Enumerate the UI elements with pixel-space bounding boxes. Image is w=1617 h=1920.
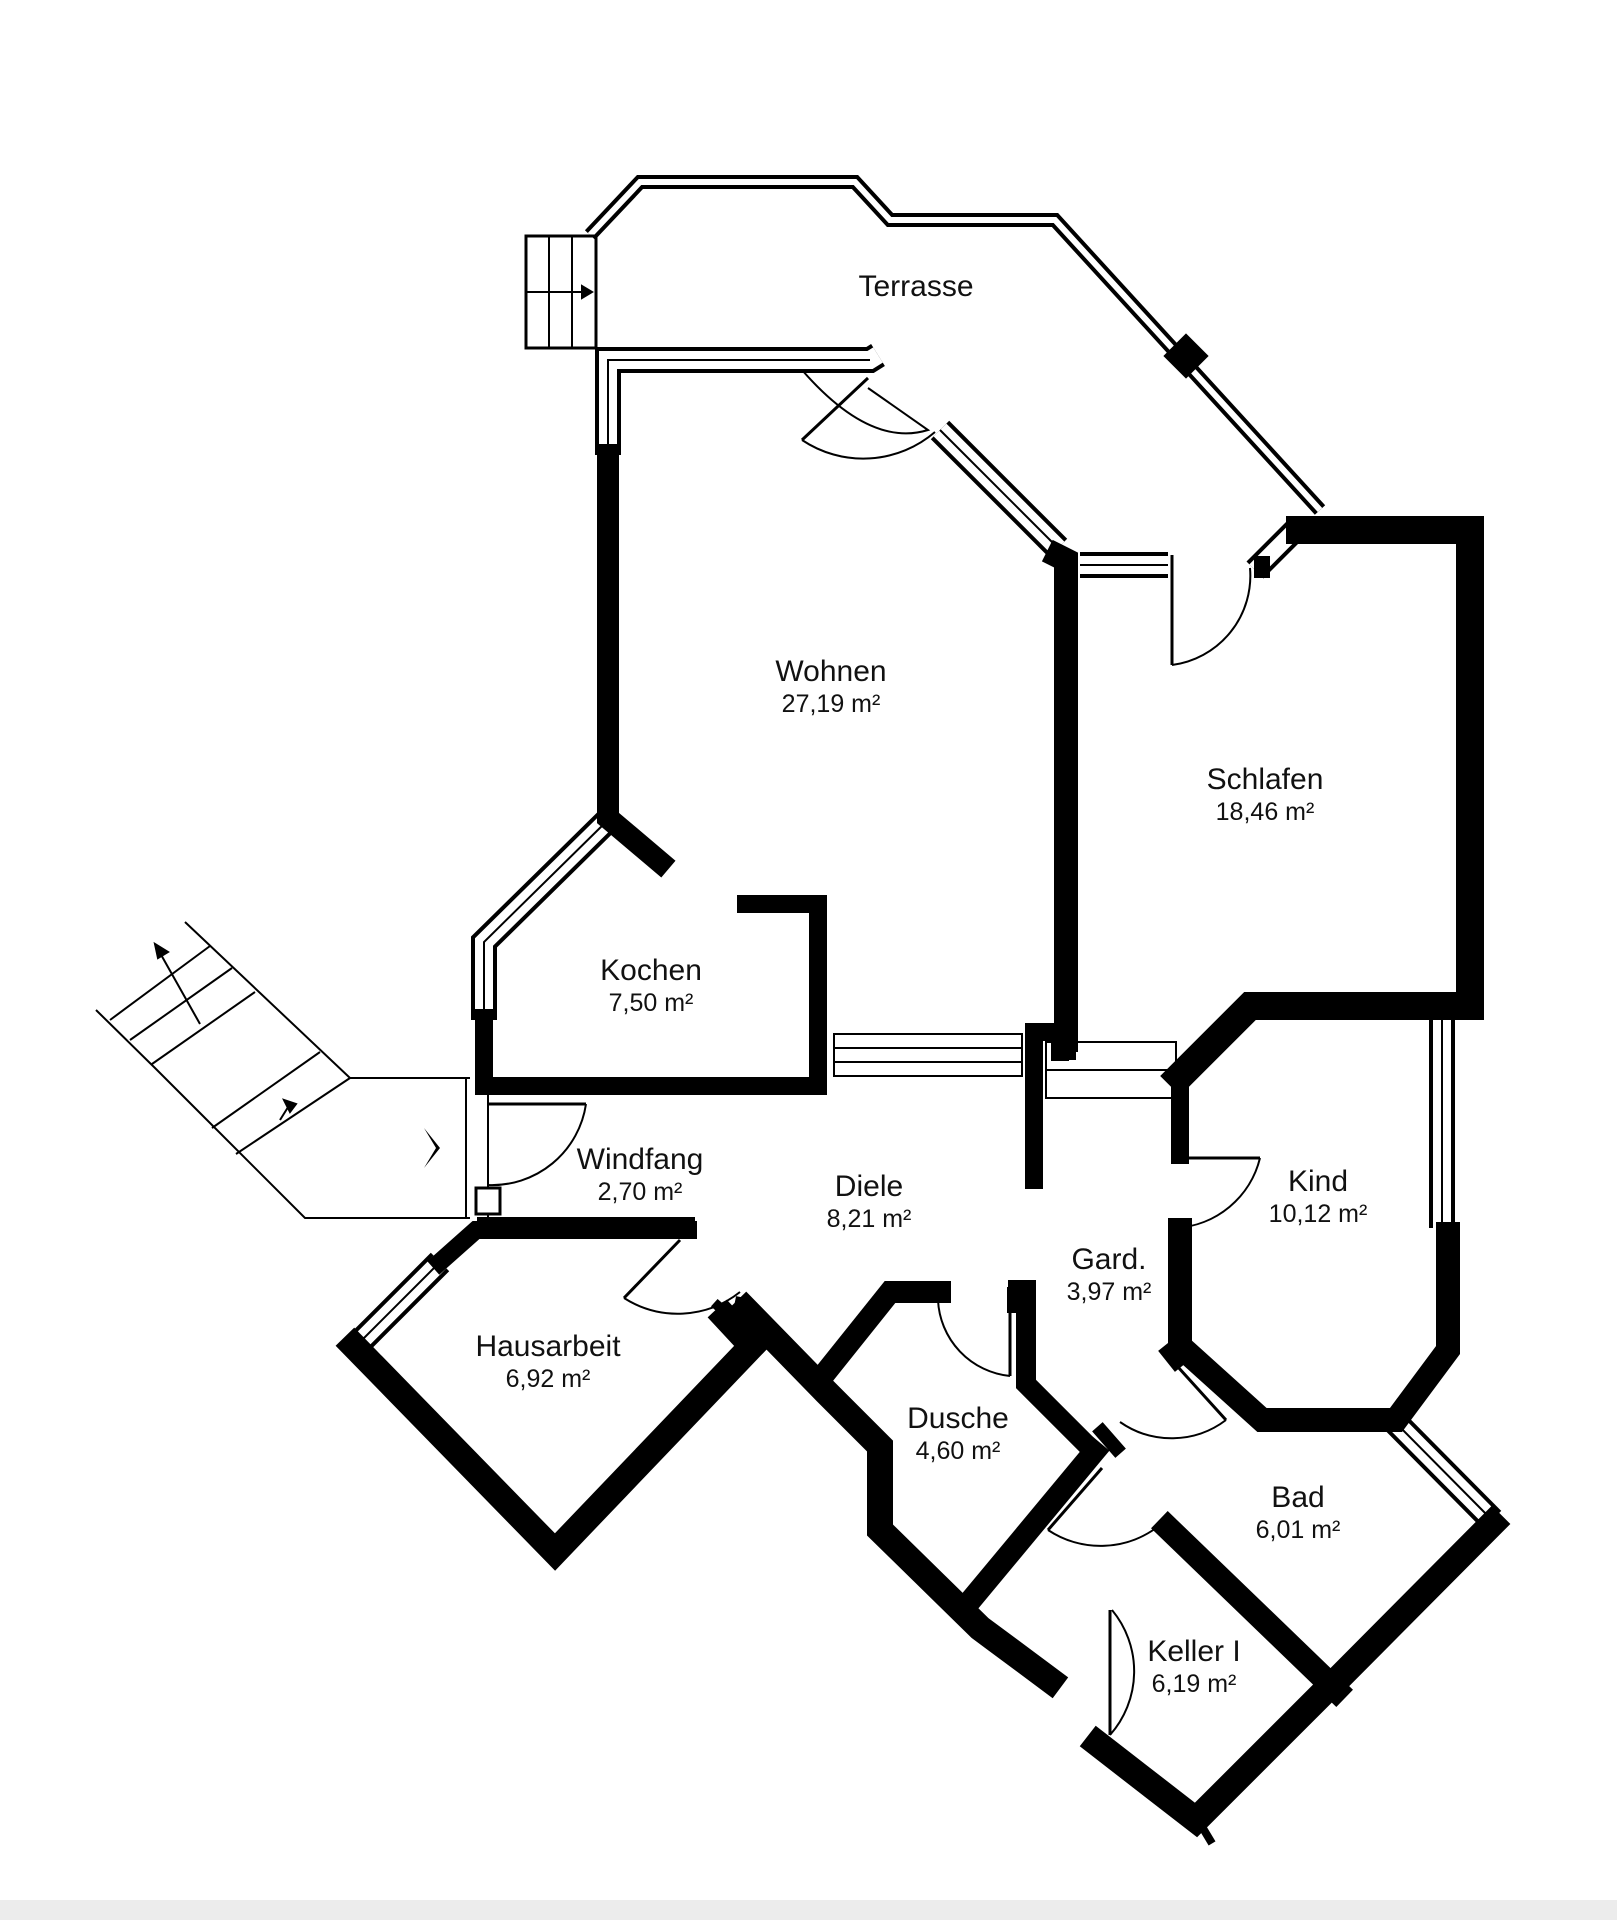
door-gard-swing	[1119, 1419, 1227, 1440]
room-name: Wohnen	[775, 655, 887, 688]
bad-keller-wall	[1151, 1511, 1353, 1707]
room-area: 8,21 m²	[826, 1204, 912, 1233]
room-area: 6,92 m²	[505, 1364, 591, 1393]
keller-cap	[1192, 1814, 1216, 1846]
entrance-stair	[95, 921, 470, 1219]
outdoor-stairs	[95, 234, 598, 1219]
room-label-kind: Kind 10,12 m²	[1269, 1165, 1368, 1228]
door-hausarbeit-swing	[623, 1291, 741, 1315]
room-label-kochen: Kochen 7,50 m²	[600, 954, 702, 1017]
room-area: 6,01 m²	[1255, 1515, 1341, 1544]
door-windfang-swing	[487, 1103, 587, 1187]
room-area: 7,50 m²	[608, 988, 694, 1017]
wall-cap	[1056, 1020, 1076, 1060]
wohnen-diagonal-window	[930, 420, 1068, 558]
room-area: 3,97 m²	[1066, 1277, 1152, 1306]
schlafen-outer-wall	[1160, 516, 1484, 1096]
room-label-keller: Keller I 6,19 m²	[1147, 1635, 1240, 1698]
wohnen-right-wall	[1041, 539, 1078, 1052]
room-area: 4,60 m²	[915, 1436, 1001, 1465]
room-label-gard: Gard. 3,97 m²	[1067, 1243, 1152, 1306]
hausarbeit-outer	[335, 1299, 770, 1571]
room-label-schlafen: Schlafen 18,46 m²	[1207, 763, 1324, 826]
room-label-bad: Bad 6,01 m²	[1256, 1481, 1341, 1544]
kitchen-passage	[833, 1033, 1023, 1077]
door-dusche-swing	[937, 1299, 1011, 1377]
keller-outer	[1079, 1671, 1345, 1838]
hausarbeit-window	[352, 1252, 450, 1350]
room-area: 10,12 m²	[1268, 1199, 1368, 1228]
door-bad-swing	[1047, 1524, 1161, 1547]
room-name: Windfang	[576, 1143, 704, 1176]
bad-outer	[1316, 1505, 1511, 1701]
door-kind-swing	[1175, 1157, 1261, 1229]
windows	[352, 175, 1502, 1530]
room-label-terrasse: Terrasse	[858, 270, 973, 305]
bad-window	[1385, 1412, 1502, 1530]
terrace-stair	[524, 234, 598, 350]
dusche-outer	[727, 1291, 1069, 1699]
bad-gard-stub	[1092, 1422, 1126, 1458]
door-wohnen-swing	[801, 431, 936, 460]
room-name: Schlafen	[1206, 763, 1324, 796]
wall-cap	[1254, 556, 1270, 578]
kochen-window	[471, 810, 618, 1020]
room-label-diele: Diele 8,21 m²	[827, 1170, 912, 1233]
walls	[335, 444, 1511, 1846]
gard-lower	[1158, 1342, 1186, 1372]
kochen-wall	[475, 895, 827, 1095]
room-label-windfang: Windfang 2,70 m²	[577, 1143, 704, 1206]
room-name: Kind	[1287, 1165, 1349, 1198]
room-label-wohnen: Wohnen 27,19 m²	[775, 655, 886, 718]
hausarbeit-top	[427, 1221, 697, 1275]
dusche-right	[1008, 1280, 1109, 1467]
room-name: Terrasse	[858, 270, 974, 303]
wohnen-left-wall	[597, 444, 676, 878]
room-name: Gard.	[1071, 1243, 1147, 1276]
door-keller-swing	[1109, 1609, 1136, 1736]
room-name: Diele	[834, 1170, 904, 1203]
room-area: 27,19 m²	[781, 689, 881, 718]
room-name: Keller I	[1147, 1635, 1241, 1668]
door-wohnen-terrace	[801, 369, 931, 435]
bottom-edge-band	[0, 1900, 1617, 1920]
windfang-entrance	[465, 1078, 502, 1218]
door-schlafen-swing	[1171, 567, 1252, 666]
dusche-bad-diagonal	[960, 1436, 1110, 1610]
dusche-top	[802, 1281, 951, 1398]
kind-wall-lower	[1168, 1218, 1460, 1432]
room-name: Dusche	[907, 1402, 1009, 1435]
room-name: Bad	[1271, 1481, 1325, 1514]
terrace-railing	[584, 175, 1326, 515]
room-area: 18,46 m²	[1215, 797, 1315, 826]
room-label-hausarbeit: Hausarbeit 6,92 m²	[475, 1330, 620, 1393]
room-name: Hausarbeit	[475, 1330, 621, 1363]
room-area: 6,19 m²	[1151, 1669, 1237, 1698]
room-name: Kochen	[600, 954, 702, 987]
room-area: 2,70 m²	[597, 1177, 683, 1206]
room-label-dusche: Dusche 4,60 m²	[907, 1402, 1009, 1465]
wohnen-top-window	[595, 343, 885, 455]
